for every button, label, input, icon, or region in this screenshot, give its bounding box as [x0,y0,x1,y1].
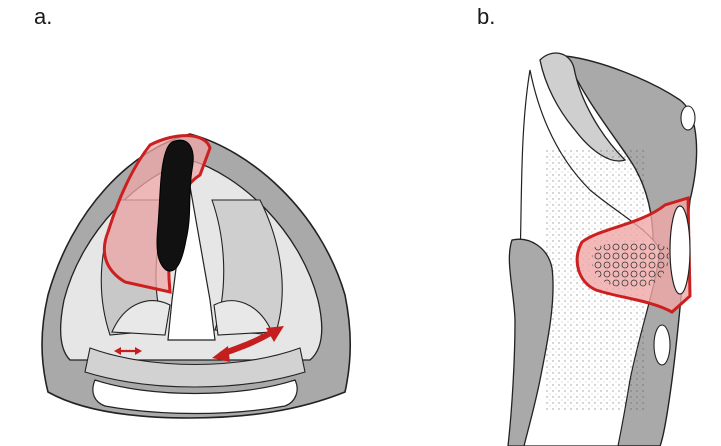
arytenoid-left [111,300,171,336]
panel-a-larynx-top-view [41,133,352,419]
tumor-mass [156,139,194,272]
posterior-band [84,347,306,388]
posterior-cavity [92,379,298,415]
panel-b-label: b. [477,4,496,29]
cricoid-oval [653,324,671,366]
curved-double-arrow-icon [212,326,284,362]
thyroid-cartilage-b [507,238,554,446]
panel-b-larynx-sagittal [507,52,698,446]
arytenoid-right [213,300,273,336]
arytenoid-oval [669,205,691,295]
glottis [167,174,216,341]
pharynx-oval [680,105,696,131]
panel-a-label: a. [34,4,53,29]
tumor-texture [592,241,669,289]
double-arrow-icon [114,347,142,355]
